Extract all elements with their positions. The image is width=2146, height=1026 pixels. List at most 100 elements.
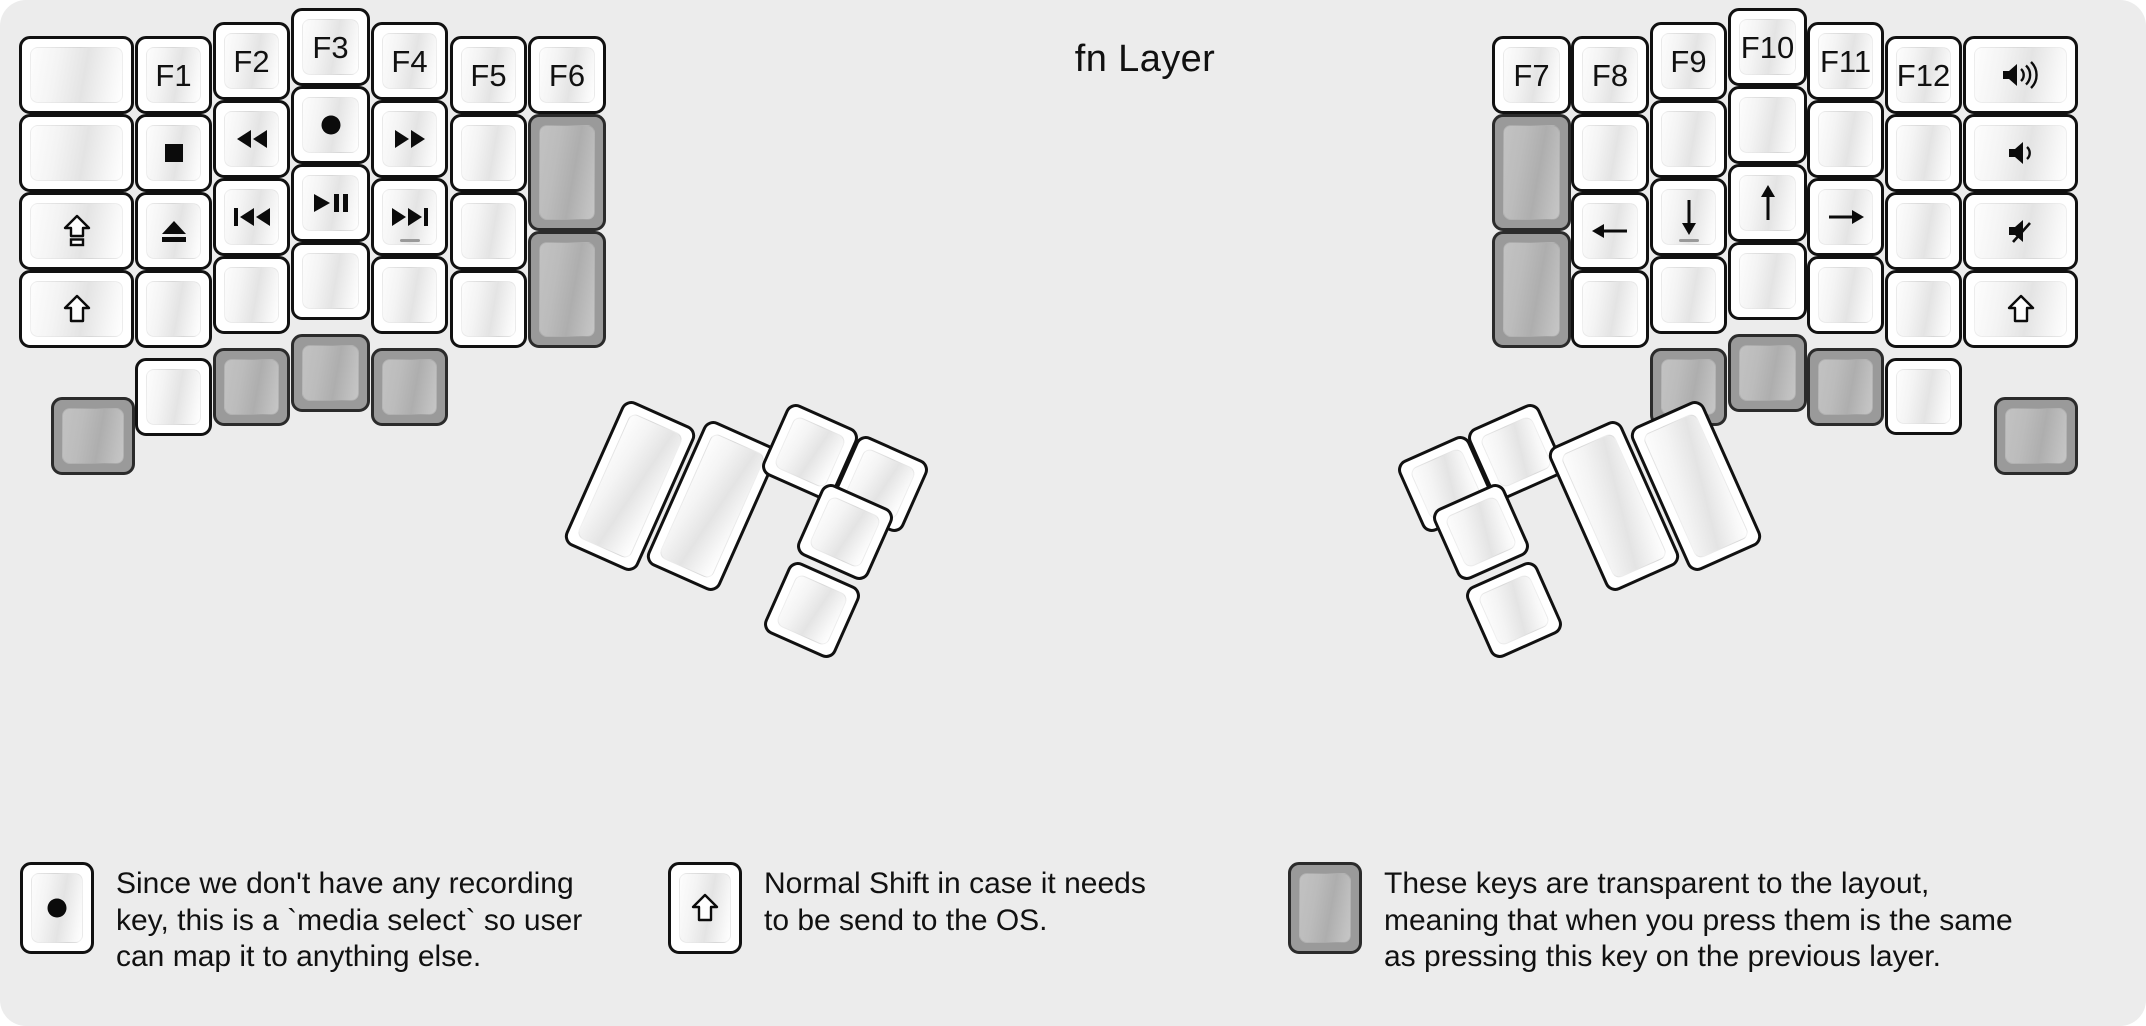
legend-item-1: Normal Shift in case it needs to be send…: [668, 862, 1146, 954]
key-left-col-middle-r0[interactable]: F3: [291, 8, 370, 86]
key-left-col-middle-r1[interactable]: [291, 86, 370, 164]
key-right-col-innermost-r1[interactable]: [1492, 114, 1571, 231]
key-left-col-index-r2[interactable]: [371, 178, 448, 256]
key-left-col-innermost-r1[interactable]: [528, 114, 606, 231]
key-left-col-pinky-r1[interactable]: [135, 114, 212, 192]
keycap-surface: [62, 408, 124, 464]
key-right-col-pinky-outer-r2[interactable]: [1963, 192, 2078, 270]
key-left-col-pinky-r2[interactable]: [135, 192, 212, 270]
keycap-surface: [1739, 345, 1796, 401]
keycap-surface: [1974, 47, 2067, 103]
keycap-surface: [1818, 189, 1873, 245]
key-right-col-middle-r4[interactable]: [1728, 334, 1807, 412]
media-next-track-icon: [388, 204, 432, 230]
key-right-col-middle-r0[interactable]: F10: [1728, 8, 1807, 86]
key-left-col-ring-r3[interactable]: [213, 256, 290, 334]
keycap-surface: [461, 281, 516, 337]
legend-keycap-0[interactable]: [20, 862, 94, 954]
key-right-col-pinky-outer-r1[interactable]: [1963, 114, 2078, 192]
key-left-col-middle-r2[interactable]: [291, 164, 370, 242]
key-left-col-pinky-outer-r1[interactable]: [19, 114, 134, 192]
key-left-col-ring-r2[interactable]: [213, 178, 290, 256]
keycap-surface: [1818, 359, 1873, 415]
key-left-col-pinky-r3[interactable]: [135, 270, 212, 348]
key-left-col-pinky-r4[interactable]: [135, 358, 212, 436]
keycap-surface: [224, 189, 279, 245]
shift-arrow-icon: [2007, 294, 2035, 324]
key-right-col-index-r0[interactable]: F9: [1650, 22, 1727, 100]
key-right-col-ring-r2[interactable]: [1807, 178, 1884, 256]
key-left-col-innermost-r2[interactable]: [528, 231, 606, 348]
key-right-col-pinky-r0[interactable]: F12: [1885, 36, 1962, 114]
legend-keycap-1[interactable]: [668, 862, 742, 954]
keycap-surface: [1818, 267, 1873, 323]
key-right-col-pinky-outer-r3[interactable]: [1963, 270, 2078, 348]
key-left-col-ring-r1[interactable]: [213, 100, 290, 178]
key-right-col-pinky-outer-r4[interactable]: [1994, 397, 2078, 475]
key-right-col-ring-r4[interactable]: [1807, 348, 1884, 426]
key-left-col-innermost-r0[interactable]: F6: [528, 36, 606, 114]
key-label: F8: [1591, 57, 1629, 93]
keycap-surface: F2: [224, 33, 279, 89]
key-left-col-index-r4[interactable]: [371, 348, 448, 426]
keycap-surface: [1582, 203, 1638, 259]
keycap-surface: [1896, 203, 1951, 259]
key-left-col-index-r3[interactable]: [371, 256, 448, 334]
key-right-col-pinky-r2[interactable]: [1885, 192, 1962, 270]
keycap-surface: F8: [1582, 47, 1638, 103]
key-right-col-middle-r1[interactable]: [1728, 86, 1807, 164]
keycap-surface: [382, 111, 437, 167]
key-left-col-inner-r0[interactable]: F5: [450, 36, 527, 114]
key-left-col-ring-r0[interactable]: F2: [213, 22, 290, 100]
key-right-col-index-r2[interactable]: [1650, 178, 1727, 256]
key-right-col-pinky-r1[interactable]: [1885, 114, 1962, 192]
keycap-surface: [302, 97, 359, 153]
key-right-col-inner-r2[interactable]: [1571, 192, 1649, 270]
key-left-col-index-r0[interactable]: F4: [371, 22, 448, 100]
key-right-col-ring-r1[interactable]: [1807, 100, 1884, 178]
key-right-col-inner-r1[interactable]: [1571, 114, 1649, 192]
key-right-col-ring-r3[interactable]: [1807, 256, 1884, 334]
media-stop-icon: [161, 140, 187, 166]
keycap-surface: [539, 242, 595, 337]
key-left-col-inner-r2[interactable]: [450, 192, 527, 270]
key-right-col-inner-r3[interactable]: [1571, 270, 1649, 348]
keycap-surface: [775, 573, 849, 647]
arrow-up-icon: [1755, 183, 1781, 223]
key-left-col-pinky-outer-r3[interactable]: [19, 270, 134, 348]
key-right-col-index-r3[interactable]: [1650, 256, 1727, 334]
key-right-col-innermost-r2[interactable]: [1492, 231, 1571, 348]
key-right-col-pinky-outer-r0[interactable]: [1963, 36, 2078, 114]
keycap-surface: [1739, 97, 1796, 153]
key-right-col-pinky-r4[interactable]: [1885, 358, 1962, 435]
keycap-surface: F4: [382, 33, 437, 89]
key-right-col-ring-r0[interactable]: F11: [1807, 22, 1884, 100]
media-play-pause-icon: [310, 190, 352, 216]
keycap-surface: F12: [1896, 47, 1951, 103]
keycap-surface: F1: [146, 47, 201, 103]
key-right-col-inner-r0[interactable]: F8: [1571, 36, 1649, 114]
key-left-col-middle-r3[interactable]: [291, 242, 370, 320]
key-right-col-index-r1[interactable]: [1650, 100, 1727, 178]
key-right-col-middle-r3[interactable]: [1728, 242, 1807, 320]
key-left-col-inner-r1[interactable]: [450, 114, 527, 192]
key-left-col-index-r1[interactable]: [371, 100, 448, 178]
key-label: F11: [1819, 43, 1872, 79]
keycap-surface: [31, 873, 83, 943]
key-left-col-middle-r4[interactable]: [291, 334, 370, 412]
key-right-col-middle-r2[interactable]: [1728, 164, 1807, 242]
legend-keycap-2[interactable]: [1288, 862, 1362, 954]
key-right-col-innermost-r0[interactable]: F7: [1492, 36, 1571, 114]
key-right-col-pinky-r3[interactable]: [1885, 270, 1962, 348]
key-left-col-pinky-outer-r0[interactable]: [19, 36, 134, 114]
key-left-col-ring-r4[interactable]: [213, 348, 290, 426]
key-left-col-pinky-r0[interactable]: F1: [135, 36, 212, 114]
homing-bar: [399, 239, 420, 242]
keycap-surface: F9: [1661, 33, 1716, 89]
key-left-col-pinky-outer-r2[interactable]: [19, 192, 134, 270]
keycap-surface: [146, 369, 201, 425]
key-left-col-pinky-outer-r4[interactable]: [51, 397, 135, 475]
legend-key-sample: [668, 862, 742, 954]
key-left-col-inner-r3[interactable]: [450, 270, 527, 348]
arrow-left-icon: [1590, 218, 1630, 244]
